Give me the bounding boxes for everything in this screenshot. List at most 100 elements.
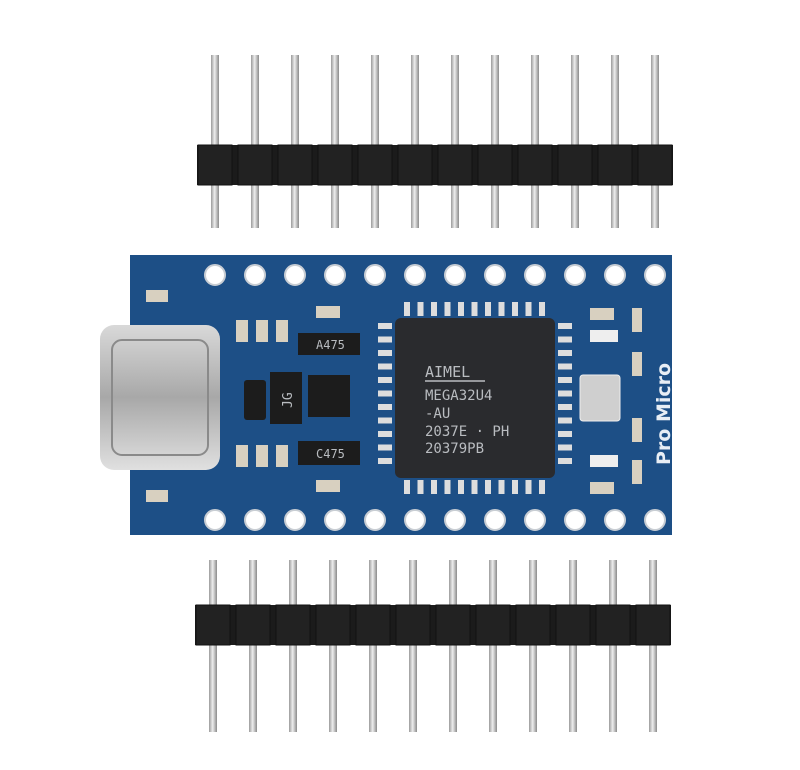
pcb: AIMEL MEGA32U4 -AU 2037E · PH 20379PB A4… — [100, 255, 675, 535]
chip-pad — [378, 377, 392, 383]
header-pin — [649, 560, 657, 732]
header-segment — [477, 144, 513, 186]
pin-hole — [284, 509, 306, 531]
header-segment — [595, 604, 631, 646]
chip-pad — [378, 458, 392, 464]
header-pin — [251, 55, 259, 228]
header-pin — [569, 560, 577, 732]
header-segment — [435, 604, 471, 646]
chip-pad — [378, 444, 392, 451]
header-pin — [371, 55, 379, 228]
header-pin — [449, 560, 457, 732]
header-segment — [597, 144, 633, 186]
header-pin — [529, 560, 537, 732]
pin-hole — [244, 509, 266, 531]
pin-hole — [444, 509, 466, 531]
passives — [146, 290, 642, 502]
chip-pad — [417, 480, 424, 494]
pin-hole — [484, 264, 506, 286]
bottom-pin-header — [195, 560, 671, 732]
header-pin — [291, 55, 299, 228]
header-segment — [237, 144, 273, 186]
board-label: Pro Micro — [653, 363, 675, 465]
header-segment — [557, 144, 593, 186]
header-pin — [651, 55, 659, 228]
chip-pad — [431, 480, 437, 494]
chip-pad — [558, 363, 572, 370]
chip-pad — [471, 480, 478, 494]
pin-hole — [204, 509, 226, 531]
header-segment — [517, 144, 553, 186]
header-pin — [249, 560, 257, 732]
capacitor-a475 — [298, 333, 360, 355]
header-pin — [369, 560, 377, 732]
header-pin — [571, 55, 579, 228]
capacitor-a475-label: A475 — [316, 338, 345, 352]
header-segment — [315, 604, 351, 646]
header-segment — [277, 144, 313, 186]
header-segment — [235, 604, 271, 646]
chip-pad — [378, 323, 392, 329]
pin-hole — [644, 264, 666, 286]
chip-pad — [458, 480, 464, 494]
chip-pads — [378, 302, 572, 494]
header-pin — [211, 55, 219, 228]
pin-hole — [484, 509, 506, 531]
header-segment — [357, 144, 393, 186]
chip-pad — [378, 417, 392, 424]
pin-hole — [524, 509, 546, 531]
header-segment — [515, 604, 551, 646]
header-pin — [409, 560, 417, 732]
chip-pad — [378, 431, 392, 437]
chip-pad — [512, 302, 518, 316]
chip-pad — [485, 480, 491, 494]
top-pin-header — [197, 55, 673, 228]
pin-hole — [604, 264, 626, 286]
chip-pad — [498, 480, 505, 494]
chip-pad — [444, 302, 451, 316]
chip-pad — [417, 302, 424, 316]
header-segment — [275, 604, 311, 646]
diode-jg — [270, 372, 302, 424]
header-pin — [411, 55, 419, 228]
chip-line2: -AU — [425, 406, 450, 422]
pin-hole — [364, 264, 386, 286]
header-pin — [289, 560, 297, 732]
header-segment — [197, 144, 233, 186]
header-segment — [637, 144, 673, 186]
usb-c-connector — [100, 325, 220, 470]
chip-pad — [498, 302, 505, 316]
header-pin — [611, 55, 619, 228]
chip-pad — [558, 404, 572, 410]
chip-pad — [485, 302, 491, 316]
sot-component — [244, 380, 266, 420]
pin-hole — [204, 264, 226, 286]
pin-hole — [404, 509, 426, 531]
header-pin — [609, 560, 617, 732]
chip-pad — [558, 377, 572, 383]
chip-pad — [471, 302, 478, 316]
pin-hole — [524, 264, 546, 286]
header-housing — [197, 145, 673, 185]
header-pin — [531, 55, 539, 228]
chip-pad — [558, 431, 572, 437]
chip-pad — [458, 302, 464, 316]
pin-hole — [244, 264, 266, 286]
chip-pad — [558, 350, 572, 356]
pin-hole — [324, 264, 346, 286]
chip-pad — [558, 390, 572, 397]
chip-pad — [378, 363, 392, 370]
pin-holes — [204, 264, 666, 531]
header-pin — [331, 55, 339, 228]
chip-pad — [378, 350, 392, 356]
chip-pad — [558, 417, 572, 424]
chip-pad — [558, 323, 572, 329]
header-segment — [317, 144, 353, 186]
header-segment — [635, 604, 671, 646]
chip-pad — [525, 480, 532, 494]
chip-pad — [444, 480, 451, 494]
header-segment — [397, 144, 433, 186]
capacitor-c475 — [298, 441, 360, 465]
